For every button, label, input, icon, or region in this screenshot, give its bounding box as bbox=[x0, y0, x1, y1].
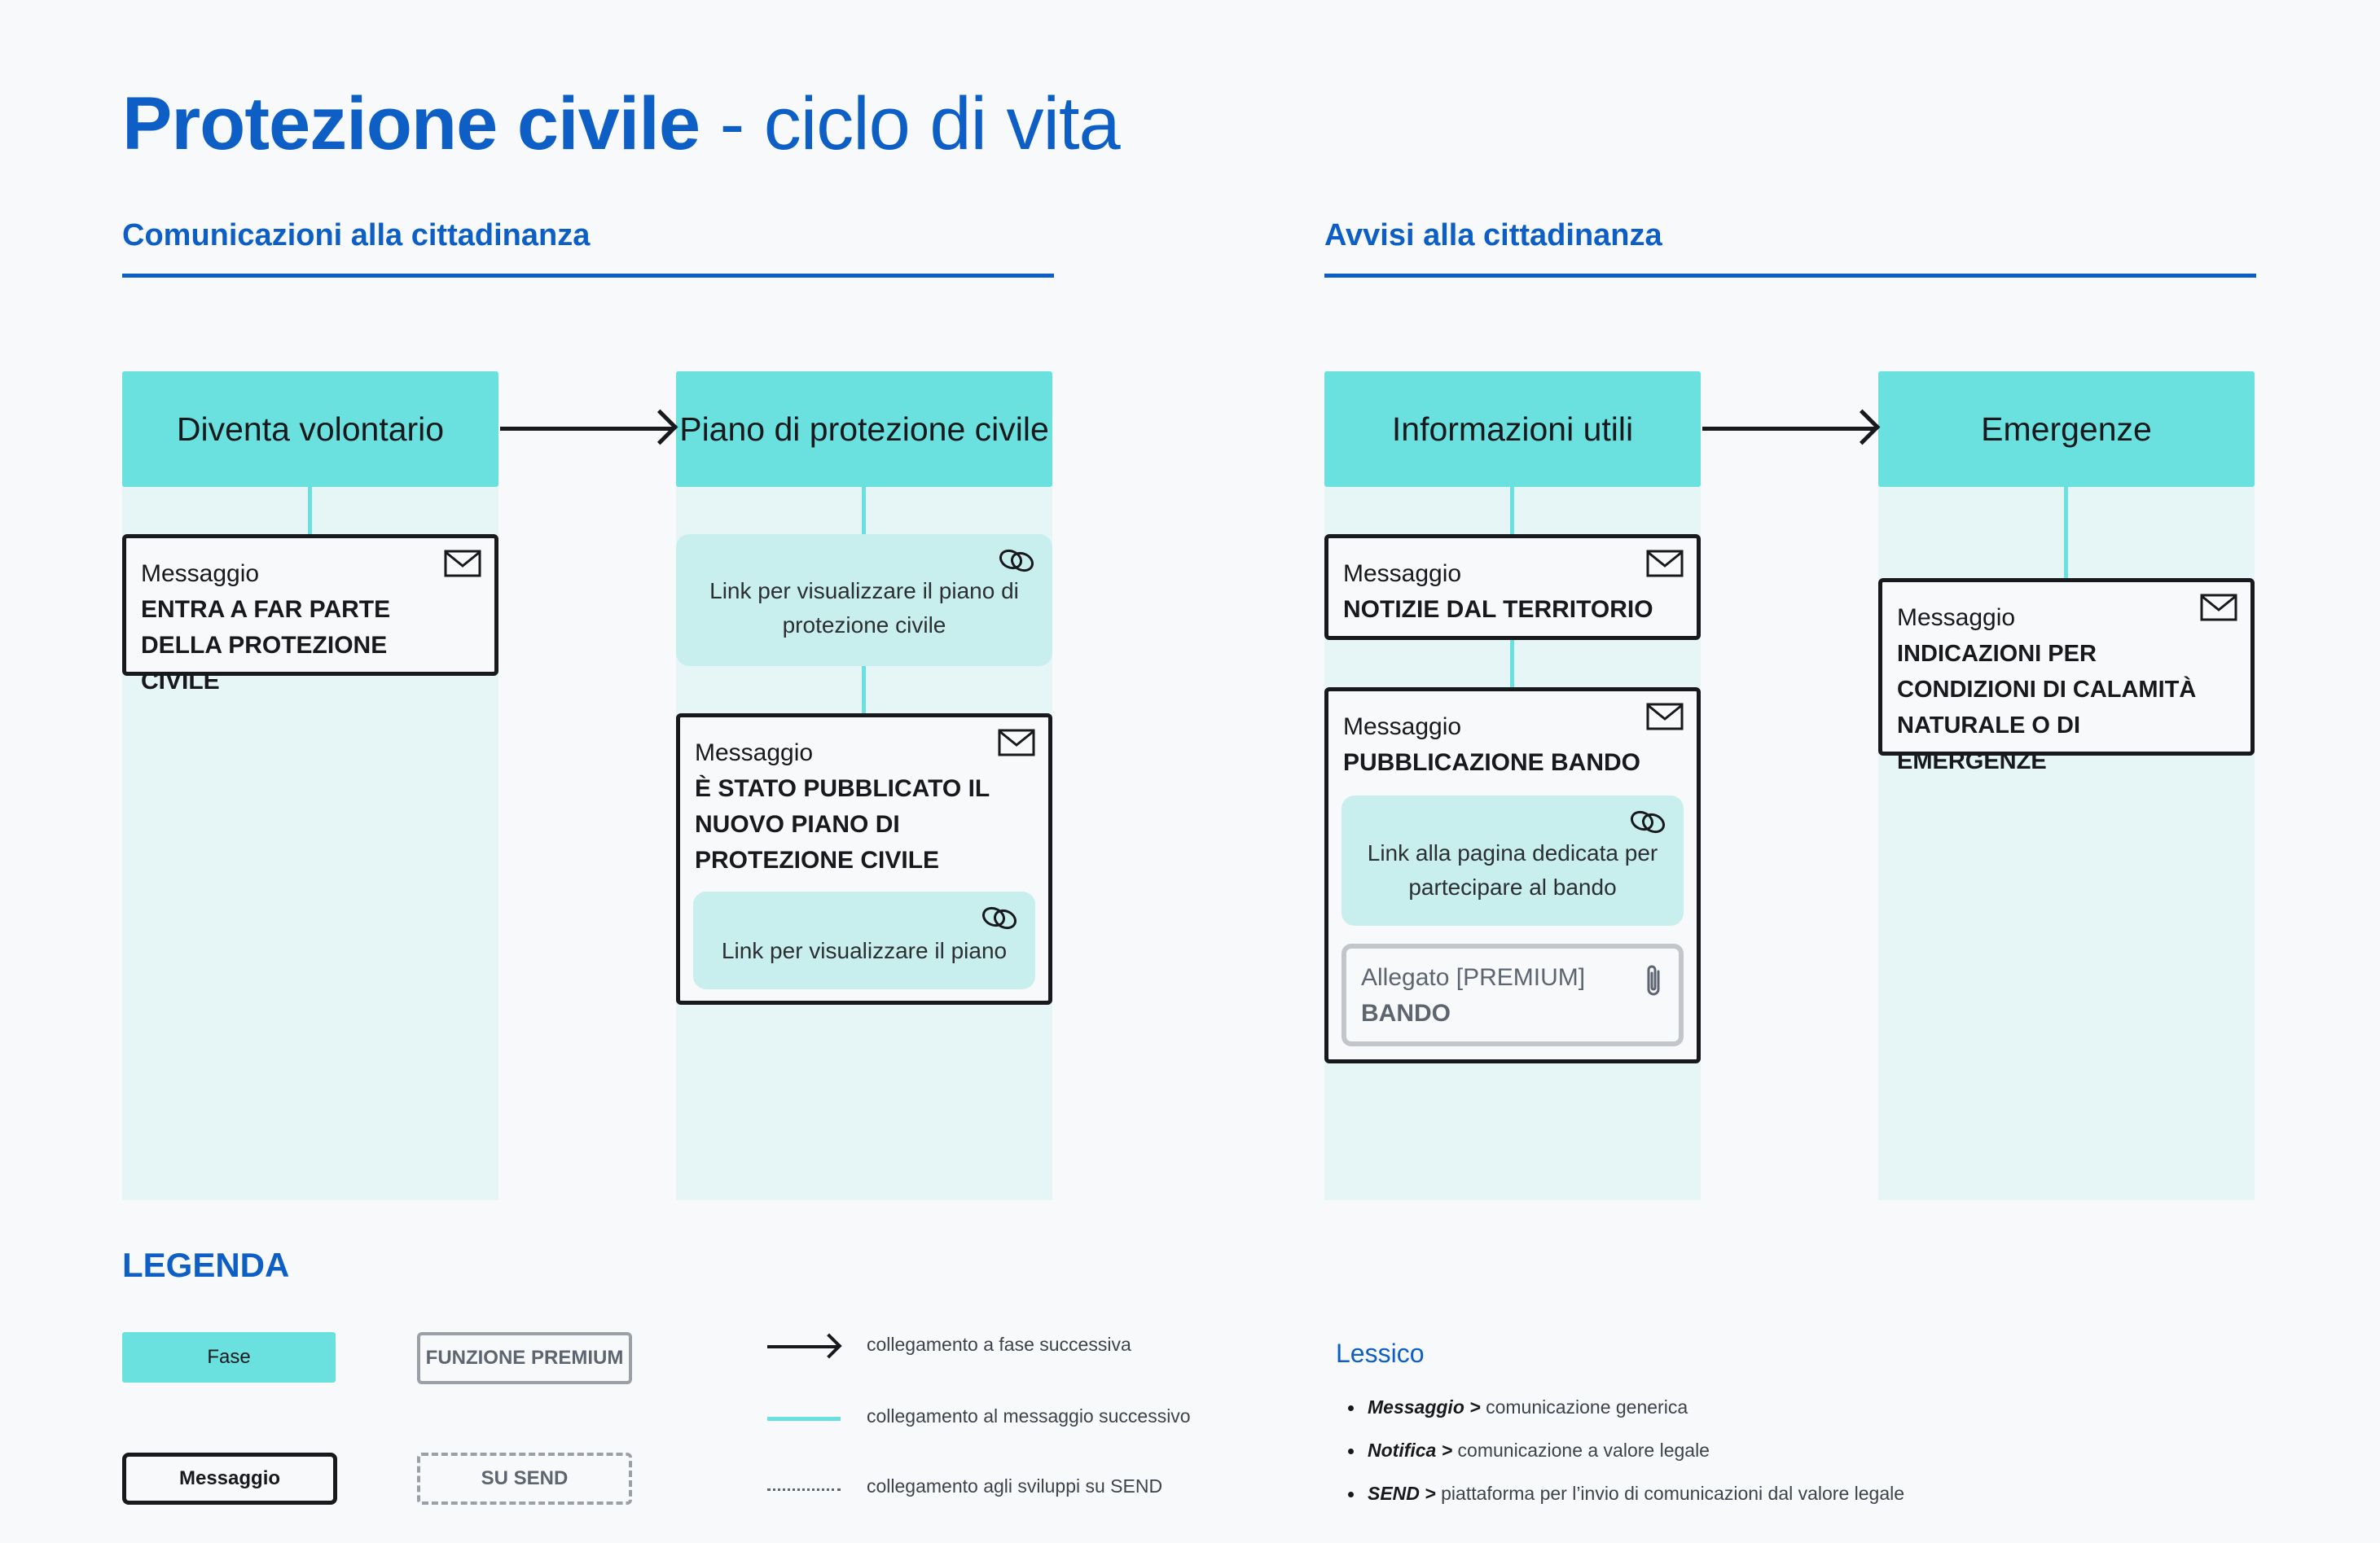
attachment-name: BANDO bbox=[1361, 1000, 1451, 1027]
message-card: Messaggio È STATO PUBBLICATO IL NUOVO PI… bbox=[676, 713, 1052, 1005]
mail-icon bbox=[998, 729, 1035, 756]
message-body: ENTRA A FAR PARTE DELLA PROTEZIONE CIVIL… bbox=[141, 596, 391, 695]
phase-diventa-volontario: Diventa volontario bbox=[122, 371, 498, 487]
message-kind: Messaggio bbox=[1897, 604, 2016, 631]
connector-line bbox=[1510, 487, 1514, 536]
section-title-comunicazioni: Comunicazioni alla cittadinanza bbox=[122, 218, 591, 252]
link-card[interactable]: Link per visualizzare il piano bbox=[693, 892, 1035, 989]
legend-send: SU SEND bbox=[417, 1453, 632, 1505]
message-kind: Messaggio bbox=[141, 560, 260, 587]
message-kind: Messaggio bbox=[1343, 713, 1462, 740]
mail-icon bbox=[1646, 703, 1684, 730]
arrow-next-phase bbox=[1702, 427, 1877, 431]
link-text: Link per visualizzare il piano di protez… bbox=[709, 578, 1019, 638]
section-title-avvisi: Avvisi alla cittadinanza bbox=[1324, 218, 1662, 252]
phase-informazioni-utili: Informazioni utili bbox=[1324, 371, 1701, 487]
legend-premium: FUNZIONE PREMIUM bbox=[417, 1332, 632, 1384]
message-kind: Messaggio bbox=[1343, 560, 1462, 587]
legend-dots-text: collegamento agli sviluppi su SEND bbox=[867, 1475, 1163, 1497]
phase-emergenze: Emergenze bbox=[1878, 371, 2255, 487]
mail-icon bbox=[444, 550, 481, 577]
connector-line bbox=[862, 487, 866, 536]
legend-arrow-text: collegamento a fase successiva bbox=[867, 1334, 1131, 1355]
link-text: Link per visualizzare il piano bbox=[721, 938, 1008, 963]
connector-line bbox=[862, 666, 866, 715]
phase-piano-protezione: Piano di protezione civile bbox=[676, 371, 1052, 487]
lessico-item: Notifica > comunicazione a valore legale bbox=[1348, 1429, 1904, 1472]
link-icon bbox=[999, 549, 1034, 572]
legend-cyan-text: collegamento al messaggio successivo bbox=[867, 1405, 1191, 1427]
section-rule-comunicazioni bbox=[122, 274, 1054, 278]
lessico-item: SEND > piattaforma per l’invio di comuni… bbox=[1348, 1472, 1904, 1515]
message-body: PUBBLICAZIONE BANDO bbox=[1343, 749, 1640, 776]
lessico-list: Messaggio > comunicazione generica Notif… bbox=[1348, 1386, 1904, 1515]
mail-icon bbox=[2200, 594, 2237, 621]
connector-line bbox=[308, 487, 312, 536]
link-card[interactable]: Link alla pagina dedicata per partecipar… bbox=[1341, 796, 1684, 926]
message-body: È STATO PUBBLICATO IL NUOVO PIANO DI PRO… bbox=[695, 775, 990, 874]
message-body: INDICAZIONI PER CONDIZIONI DI CALAMITÀ N… bbox=[1897, 641, 2197, 774]
lessico-title: Lessico bbox=[1336, 1339, 1425, 1368]
message-card: Messaggio ENTRA A FAR PARTE DELLA PROTEZ… bbox=[122, 534, 498, 695]
link-icon bbox=[1630, 810, 1666, 834]
arrow-next-phase bbox=[500, 427, 674, 431]
attachment-card[interactable]: Allegato [PREMIUM] BANDO bbox=[1341, 944, 1684, 1046]
message-kind: Messaggio bbox=[695, 739, 814, 766]
connector-line bbox=[1510, 640, 1514, 689]
paperclip-icon bbox=[1647, 965, 1660, 996]
link-icon bbox=[981, 906, 1017, 930]
link-text: Link alla pagina dedicata per partecipar… bbox=[1367, 840, 1658, 900]
mail-icon bbox=[1646, 550, 1684, 577]
section-rule-avvisi bbox=[1324, 274, 2256, 278]
legend-title: LEGENDA bbox=[122, 1246, 290, 1284]
link-card[interactable]: Link per visualizzare il piano di protez… bbox=[676, 534, 1052, 666]
lessico-item: Messaggio > comunicazione generica bbox=[1348, 1386, 1904, 1429]
legend-dotted-line bbox=[767, 1488, 841, 1491]
connector-line bbox=[2064, 487, 2068, 580]
legend-arrow bbox=[767, 1345, 839, 1348]
message-card: Messaggio NOTIZIE DAL TERRITORIO bbox=[1324, 534, 1701, 640]
legend-cyan-line bbox=[767, 1417, 841, 1421]
message-card: Messaggio PUBBLICAZIONE BANDO Link alla … bbox=[1324, 687, 1701, 1063]
attachment-label: Allegato [PREMIUM] bbox=[1361, 964, 1586, 991]
legend-messaggio: Messaggio bbox=[122, 1453, 337, 1505]
message-card: Messaggio INDICAZIONI PER CONDIZIONI DI … bbox=[1878, 578, 2255, 774]
page-title: Protezione civile - ciclo di vita bbox=[122, 82, 1121, 165]
legend-fase: Fase bbox=[122, 1332, 336, 1383]
message-body: NOTIZIE DAL TERRITORIO bbox=[1343, 596, 1653, 623]
